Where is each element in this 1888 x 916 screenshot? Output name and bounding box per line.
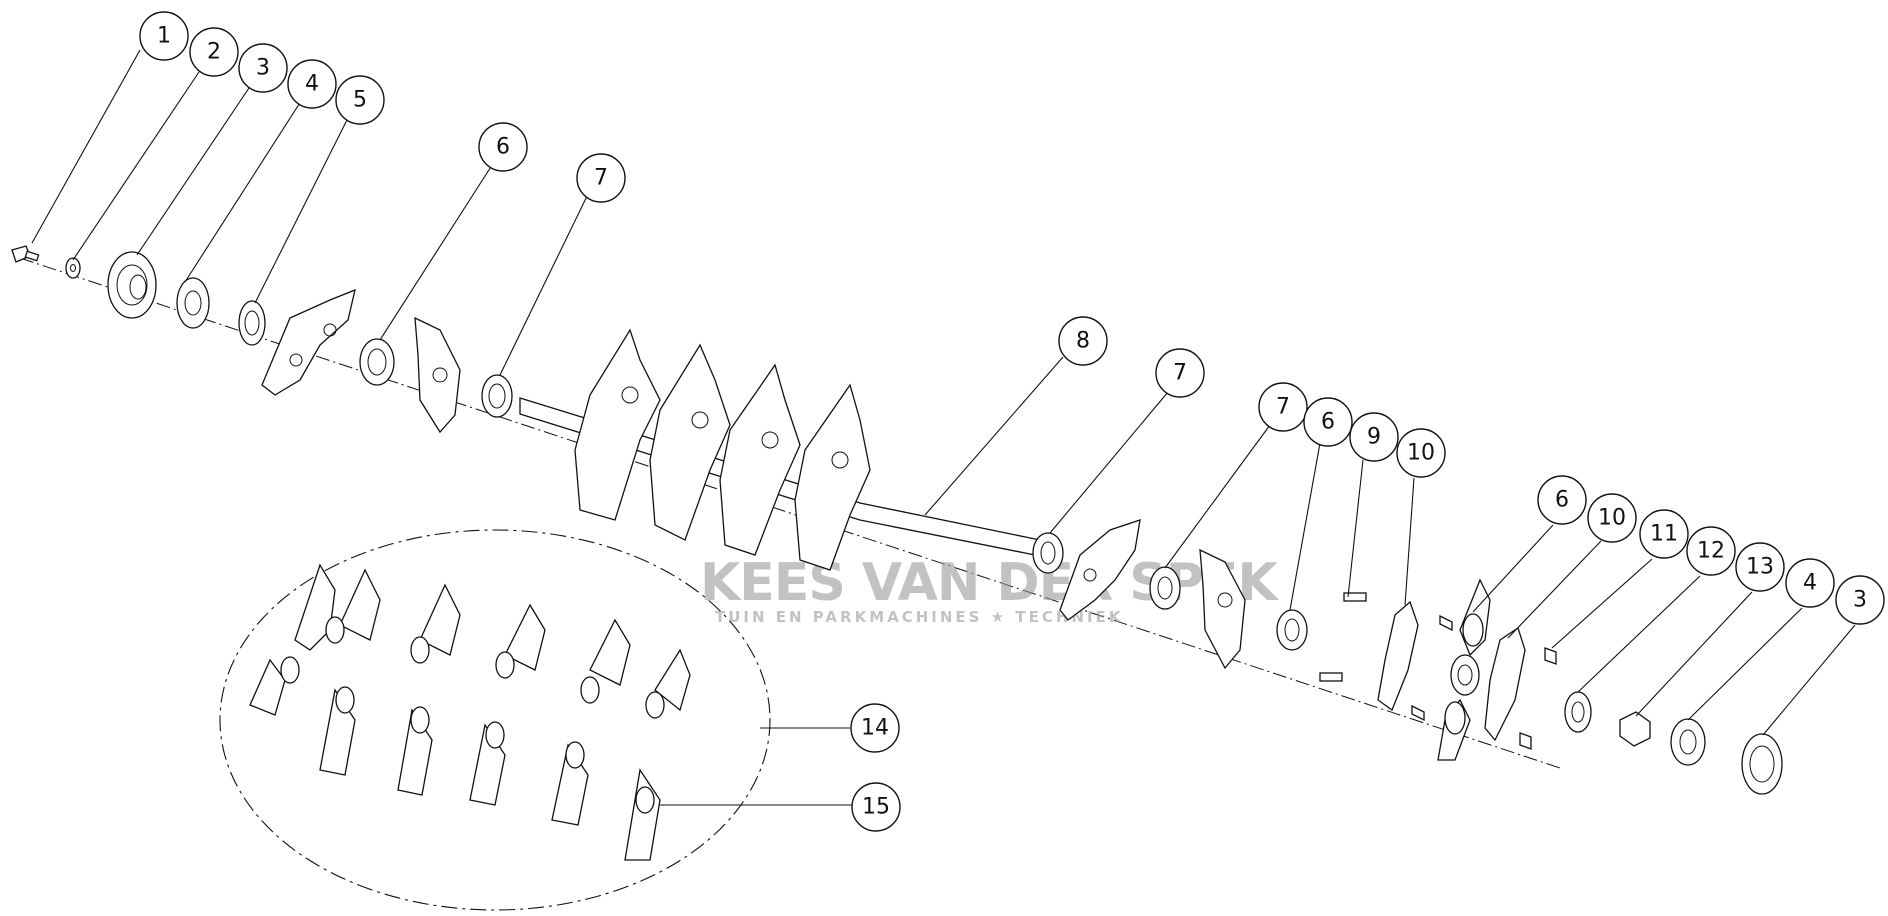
callout-6-right-b: 6 xyxy=(1537,475,1587,525)
part-blade-left-2 xyxy=(414,316,461,434)
callout-6: 6 xyxy=(478,122,528,172)
watermark: KEES VAN DER SPEK TUIN EN PARKMACHINES ★… xyxy=(700,553,1280,626)
assembly-centerline xyxy=(19,257,1561,769)
callout-12-label: 12 xyxy=(1697,539,1725,564)
callout-3: 3 xyxy=(238,43,288,93)
callout-3-right-label: 3 xyxy=(1853,588,1867,613)
callout-10-b: 10 xyxy=(1587,493,1637,543)
part-spacer-right xyxy=(1276,609,1308,651)
part-bearing-housing xyxy=(107,251,157,319)
callout-13: 13 xyxy=(1735,542,1785,592)
part-bolt xyxy=(11,245,40,263)
part-ring-right xyxy=(1032,532,1064,574)
callout-6-right-a-label: 6 xyxy=(1321,410,1335,435)
callout-2-label: 2 xyxy=(207,40,221,65)
callout-7-label: 7 xyxy=(594,166,608,191)
part-plate xyxy=(1377,600,1419,712)
part-spacer-left xyxy=(359,338,395,386)
callout-13-label: 13 xyxy=(1746,555,1774,580)
callout-3-label: 3 xyxy=(256,56,270,81)
part-blade-right-2 xyxy=(1199,548,1246,670)
watermark-tagline: TUIN EN PARKMACHINES ★ TECHNIEK xyxy=(715,608,1123,626)
callout-8: 8 xyxy=(1058,316,1108,366)
rotor-blade-stack xyxy=(574,328,871,571)
part-flange xyxy=(176,277,210,329)
part-bearing-right xyxy=(1450,654,1480,696)
part-blade-right xyxy=(1059,519,1141,621)
callout-6-label: 6 xyxy=(496,135,510,160)
callout-3-right: 3 xyxy=(1835,575,1885,625)
callout-4: 4 xyxy=(287,59,337,109)
callout-4-label: 4 xyxy=(305,72,319,97)
callout-7-right-b: 7 xyxy=(1258,382,1308,432)
callout-5: 5 xyxy=(335,75,385,125)
callout-9-label: 9 xyxy=(1367,425,1381,450)
part-flange-right xyxy=(1670,718,1706,766)
part-plate-2 xyxy=(1484,626,1526,742)
callout-12: 12 xyxy=(1686,526,1736,576)
part-ring-left xyxy=(481,374,513,418)
part-bearing-housing-right xyxy=(1741,733,1783,795)
part-bolts-right xyxy=(1319,592,1453,722)
callout-10-b-label: 10 xyxy=(1598,506,1626,531)
part-washer xyxy=(65,257,81,279)
callout-15: 15 xyxy=(851,782,901,832)
callout-5-label: 5 xyxy=(353,88,367,113)
callout-4-right: 4 xyxy=(1785,558,1835,608)
callout-7-right-a: 7 xyxy=(1155,348,1205,398)
callout-14-label: 14 xyxy=(861,716,889,741)
callout-7: 7 xyxy=(576,153,626,203)
callout-10-a-label: 10 xyxy=(1407,441,1435,466)
callout-6-right-b-label: 6 xyxy=(1555,488,1569,513)
callout-11: 11 xyxy=(1639,509,1689,559)
detail-blades xyxy=(249,563,691,861)
leader-lines xyxy=(31,49,1856,806)
callout-2: 2 xyxy=(189,27,239,77)
part-hex-nut xyxy=(1619,711,1651,747)
callout-10-a: 10 xyxy=(1396,428,1446,478)
part-bearing xyxy=(238,300,266,346)
callout-1-label: 1 xyxy=(157,24,171,49)
part-ring-right-2 xyxy=(1149,566,1181,610)
callout-7-right-a-label: 7 xyxy=(1173,361,1187,386)
callout-15-label: 15 xyxy=(862,795,890,820)
detail-blade-set xyxy=(219,529,771,911)
callout-1: 1 xyxy=(139,11,189,61)
part-spacer-far xyxy=(1564,691,1592,733)
part-blades-far-right xyxy=(1437,578,1491,761)
callout-4-right-label: 4 xyxy=(1803,571,1817,596)
part-nut-small xyxy=(1519,647,1557,750)
part-blade-left xyxy=(261,288,356,396)
watermark-brand: KEES VAN DER SPEK xyxy=(700,553,1279,613)
callout-8-label: 8 xyxy=(1076,329,1090,354)
callout-6-right-a: 6 xyxy=(1303,397,1353,447)
callout-11-label: 11 xyxy=(1650,522,1678,547)
callout-7-right-b-label: 7 xyxy=(1276,395,1290,420)
callout-9: 9 xyxy=(1349,412,1399,462)
callout-14: 14 xyxy=(850,703,900,753)
